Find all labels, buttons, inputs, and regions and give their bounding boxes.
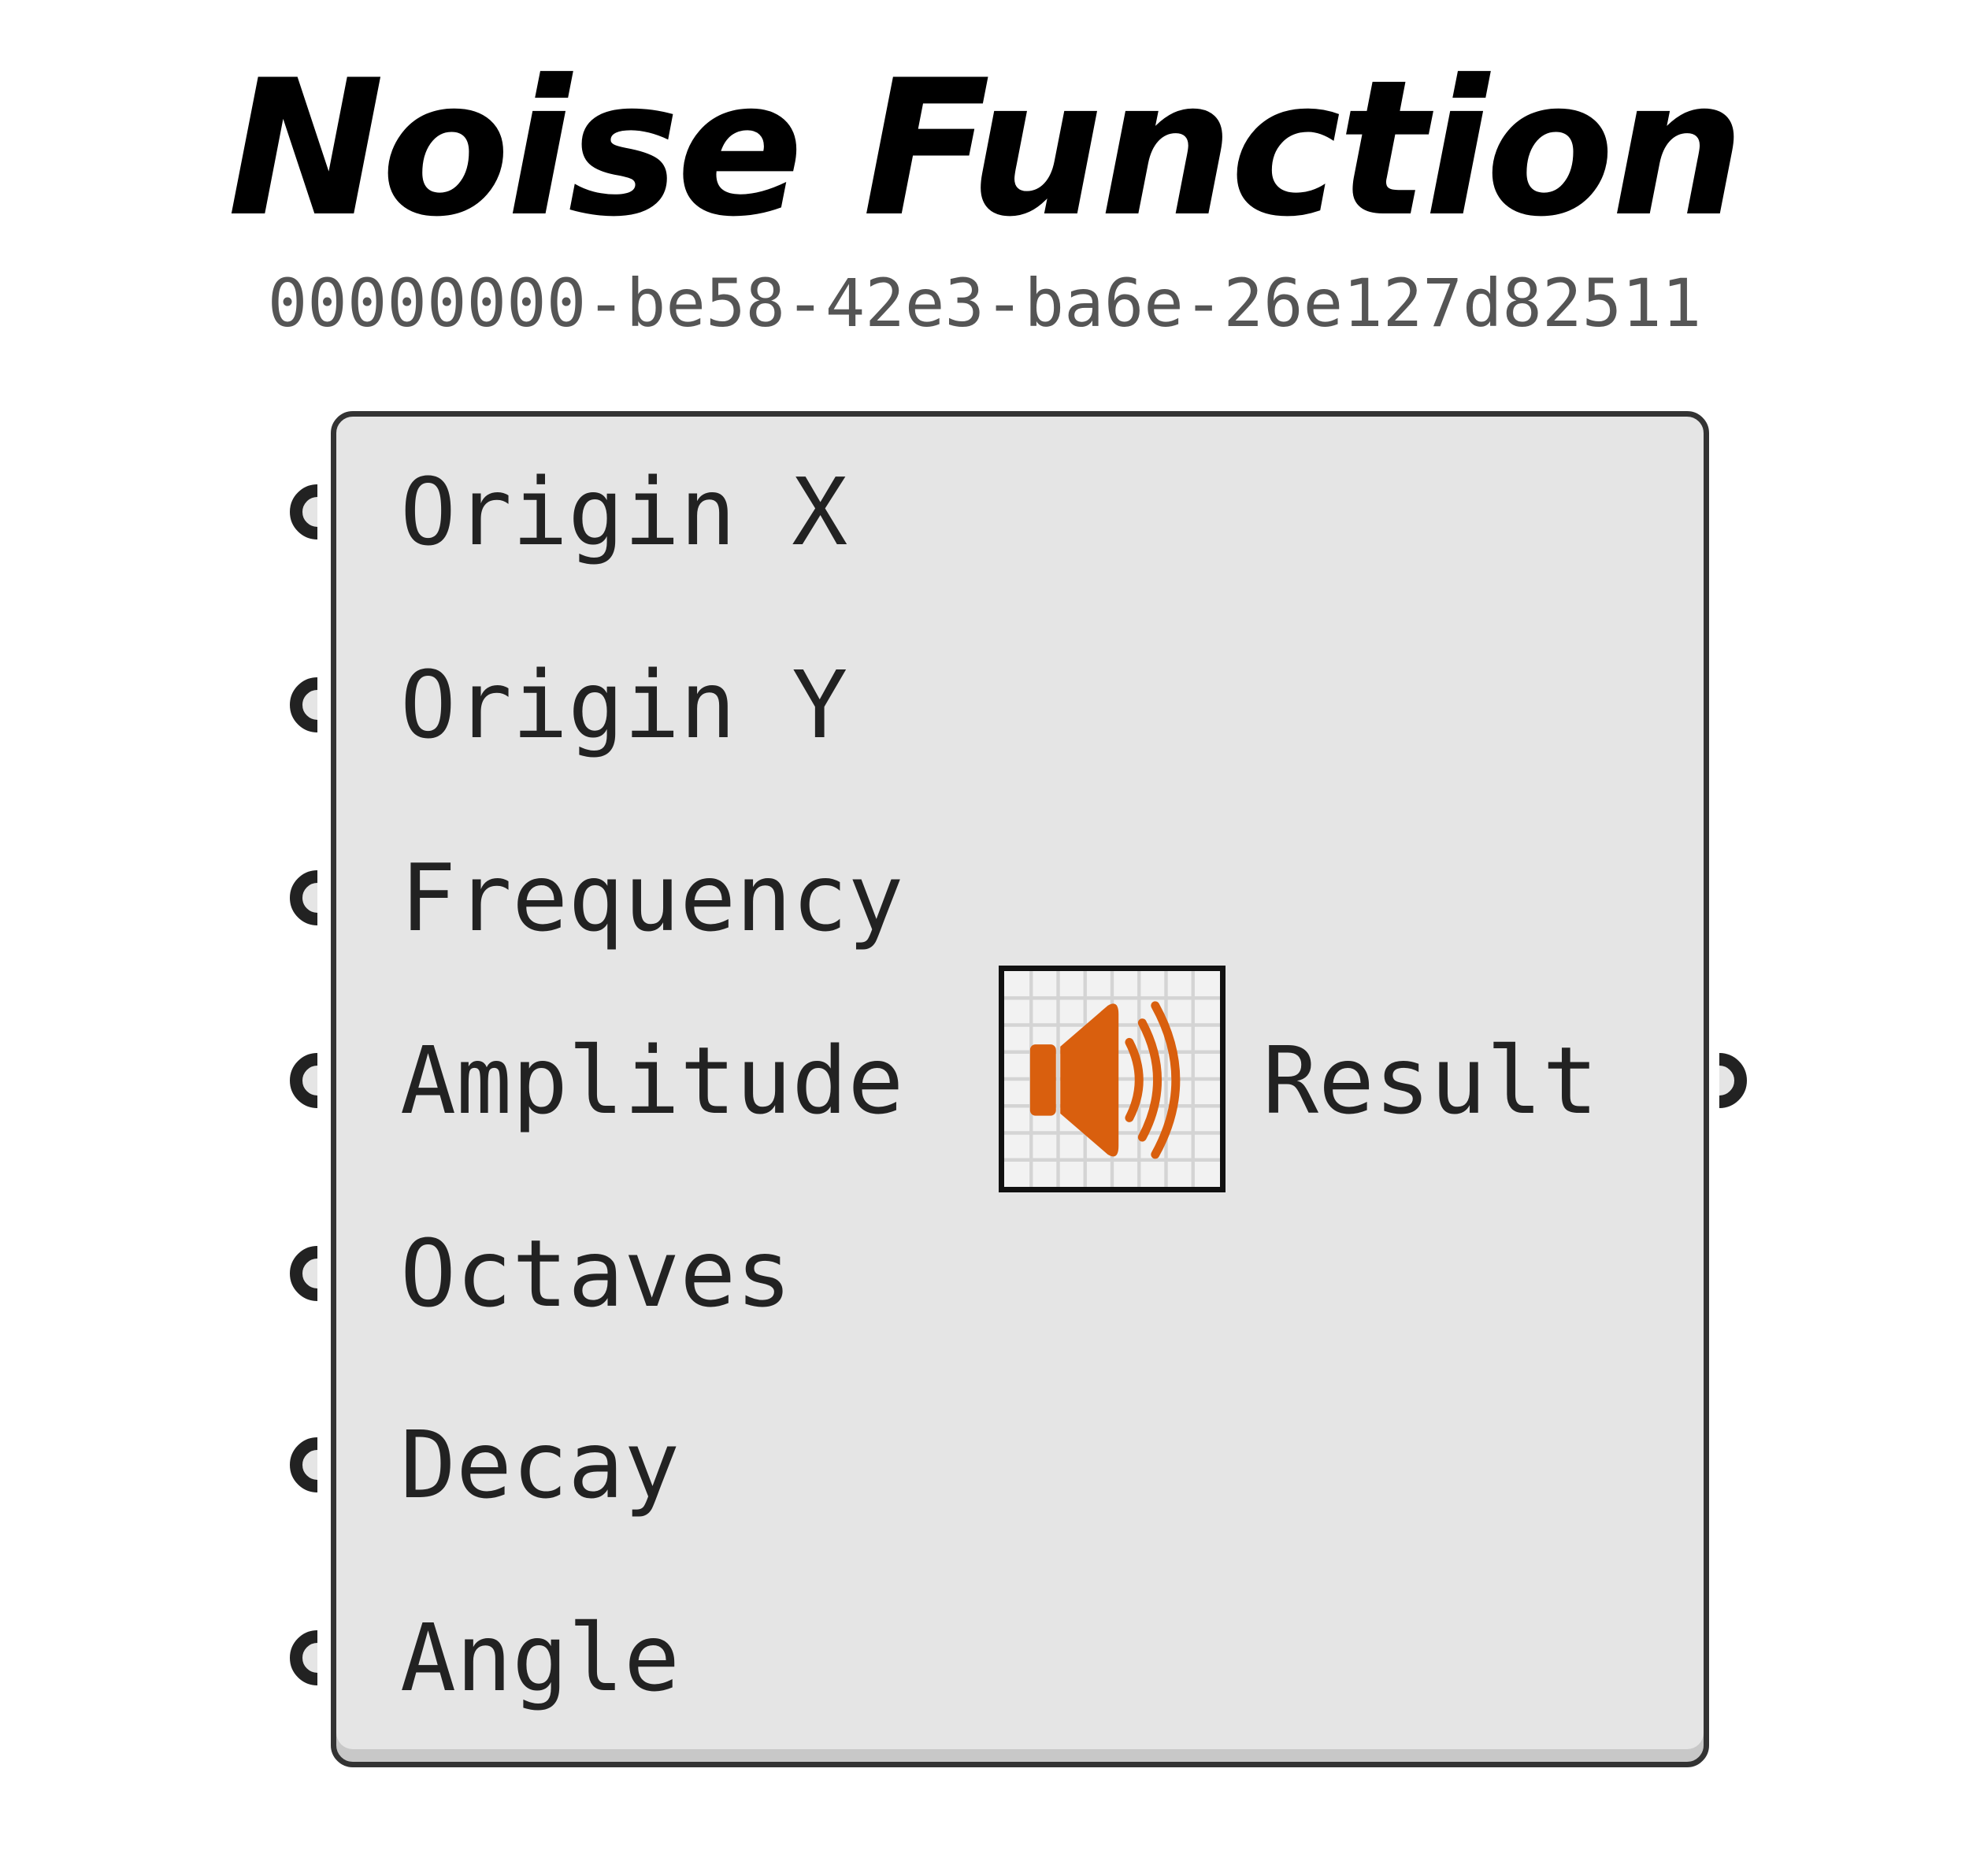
input-label-decay: Decay: [400, 1411, 680, 1519]
input-label-angle: Angle: [400, 1603, 680, 1712]
speaker-icon-graphic: [1004, 971, 1220, 1187]
input-label-origin-x: Origin X: [400, 458, 848, 566]
input-label-origin-y: Origin Y: [400, 651, 848, 759]
component-guid: 00000000-be58-42e3-ba6e-26e127d82511: [267, 265, 1702, 342]
input-label-frequency: Frequency: [400, 843, 904, 952]
input-label-amplitude: Amplitude: [400, 1026, 904, 1135]
speaker-icon: [999, 966, 1226, 1192]
input-label-octaves: Octaves: [400, 1219, 792, 1328]
page-title: Noise Function: [227, 40, 1745, 258]
output-label-result: Result: [1263, 1026, 1599, 1135]
